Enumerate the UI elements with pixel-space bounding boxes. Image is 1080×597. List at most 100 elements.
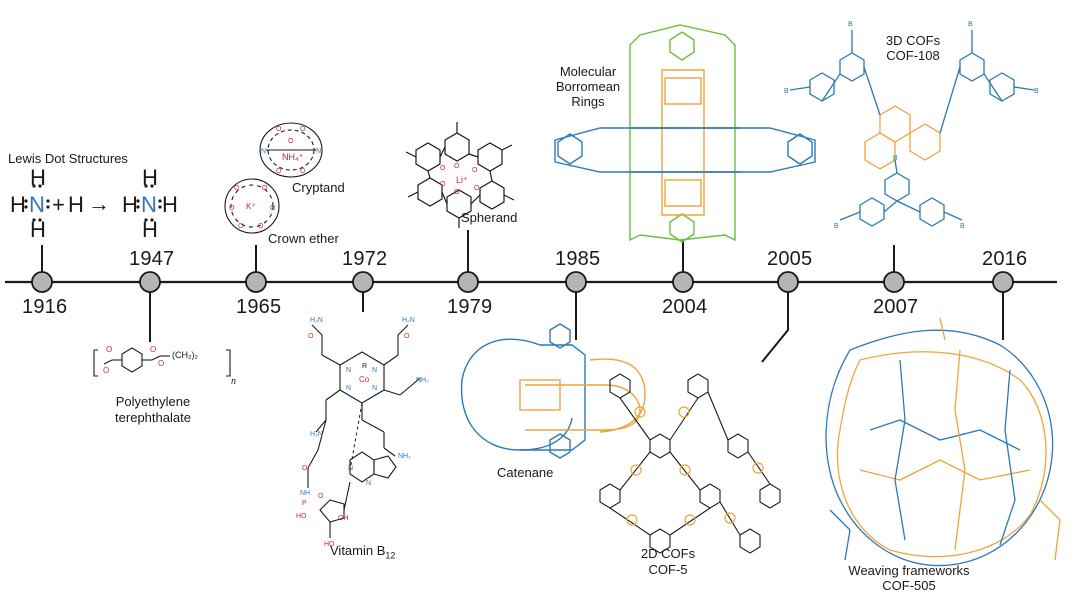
svg-text:O: O xyxy=(229,205,235,212)
svg-text:O: O xyxy=(276,168,282,175)
lewis-h-bottom: H xyxy=(30,217,46,242)
svg-text:H₂N: H₂N xyxy=(310,431,323,438)
label-cof505-2: COF-505 xyxy=(882,578,936,593)
b12-co: Co xyxy=(359,375,370,384)
node-2004 xyxy=(672,271,694,293)
svg-text:N: N xyxy=(346,385,351,392)
label-vitamin-b12-sub: 12 xyxy=(385,550,396,561)
year-2004: 2004 xyxy=(662,296,708,318)
year-1947: 1947 xyxy=(129,248,175,270)
svg-text:B: B xyxy=(848,21,853,28)
pet-oxygens: OO OO xyxy=(103,345,164,375)
lewis-h-left: H xyxy=(10,192,26,217)
year-1979: 1979 xyxy=(447,296,493,318)
svg-text:O: O xyxy=(262,185,268,192)
svg-text:O: O xyxy=(308,333,314,340)
b12-r: R xyxy=(362,363,367,370)
lewis-prod-h-right: H xyxy=(162,192,178,217)
label-cryptand: Cryptand xyxy=(292,180,345,195)
crown-k: K⁺ xyxy=(246,202,256,211)
lewis-plus: + xyxy=(52,192,65,217)
svg-text:O: O xyxy=(238,223,244,230)
cof5-structure xyxy=(599,373,781,554)
cof108-structure xyxy=(789,30,1035,227)
node-2007 xyxy=(883,271,905,293)
node-2005 xyxy=(777,271,799,293)
spherand-li: Li⁺ xyxy=(456,175,468,185)
svg-text:O: O xyxy=(300,126,306,133)
year-2016: 2016 xyxy=(982,248,1028,270)
svg-text:P: P xyxy=(302,500,307,507)
svg-text:B: B xyxy=(960,223,965,230)
label-crown-ether: Crown ether xyxy=(268,231,339,246)
label-pet-2: terephthalate xyxy=(115,410,191,425)
lewis-dots xyxy=(24,184,162,222)
label-vitamin-b12: Vitamin B12 xyxy=(330,543,395,564)
node-2016 xyxy=(992,271,1014,293)
svg-text:O: O xyxy=(454,163,460,170)
year-1972: 1972 xyxy=(342,248,388,270)
label-cof108-2: COF-108 xyxy=(886,48,940,63)
svg-text:O: O xyxy=(318,493,324,500)
lewis-arrow: → xyxy=(88,191,110,216)
svg-text:N: N xyxy=(372,385,377,392)
svg-text:O: O xyxy=(440,181,446,188)
crown-ether xyxy=(224,178,280,234)
svg-text:O: O xyxy=(234,185,240,192)
svg-text:NH₂: NH₂ xyxy=(416,377,429,384)
year-2005: 2005 xyxy=(767,248,813,270)
lewis-n: N xyxy=(29,192,45,217)
lewis-h-right: H xyxy=(68,192,84,217)
vitamin-b12-bond xyxy=(349,402,363,471)
svg-text:N: N xyxy=(348,465,353,472)
svg-text:N: N xyxy=(316,148,321,155)
svg-text:NH₂: NH₂ xyxy=(398,453,411,460)
svg-text:O: O xyxy=(302,465,308,472)
label-cof108-1: 3D COFs xyxy=(885,33,941,48)
cof505-structure xyxy=(825,317,1061,567)
svg-text:O: O xyxy=(258,223,264,230)
svg-text:HO: HO xyxy=(324,541,335,548)
svg-text:B: B xyxy=(968,21,973,28)
lewis-prod-h-top: H xyxy=(142,165,158,190)
svg-text:H₂N: H₂N xyxy=(402,317,415,324)
svg-text:O: O xyxy=(106,345,112,354)
svg-text:H₂N: H₂N xyxy=(310,317,323,324)
svg-text:B: B xyxy=(1034,88,1039,95)
pet-ch2: (CH₂)₂ xyxy=(172,350,198,360)
svg-text:B: B xyxy=(893,155,898,162)
lewis-prod-n: N xyxy=(141,192,157,217)
borromean-rings xyxy=(554,24,816,243)
svg-text:O: O xyxy=(158,359,164,368)
label-pet-1: Polyethylene xyxy=(115,394,191,409)
year-2007: 2007 xyxy=(873,296,919,318)
node-1916 xyxy=(31,271,53,293)
svg-text:N: N xyxy=(346,367,351,374)
label-cof5-2: COF-5 xyxy=(648,562,688,577)
node-1985 xyxy=(565,271,587,293)
svg-text:O: O xyxy=(454,189,460,196)
label-cof5-1: 2D COFs xyxy=(640,546,696,561)
svg-text:O: O xyxy=(474,185,480,192)
lewis-h-top: H xyxy=(30,165,46,190)
pet-n: n xyxy=(231,376,236,387)
svg-text:O: O xyxy=(300,168,306,175)
cryptand xyxy=(259,122,323,178)
svg-text:B: B xyxy=(784,88,789,95)
svg-text:HO: HO xyxy=(296,513,307,520)
svg-text:O: O xyxy=(440,165,446,172)
label-vitamin-b12-text: Vitamin B xyxy=(330,543,386,558)
svg-text:B: B xyxy=(834,223,839,230)
catenane xyxy=(460,323,646,459)
year-1916: 1916 xyxy=(22,296,68,318)
year-1965: 1965 xyxy=(236,296,282,318)
node-1965 xyxy=(245,271,267,293)
svg-text:O: O xyxy=(103,366,109,375)
spherand xyxy=(405,122,515,228)
pet-structure xyxy=(93,347,231,377)
